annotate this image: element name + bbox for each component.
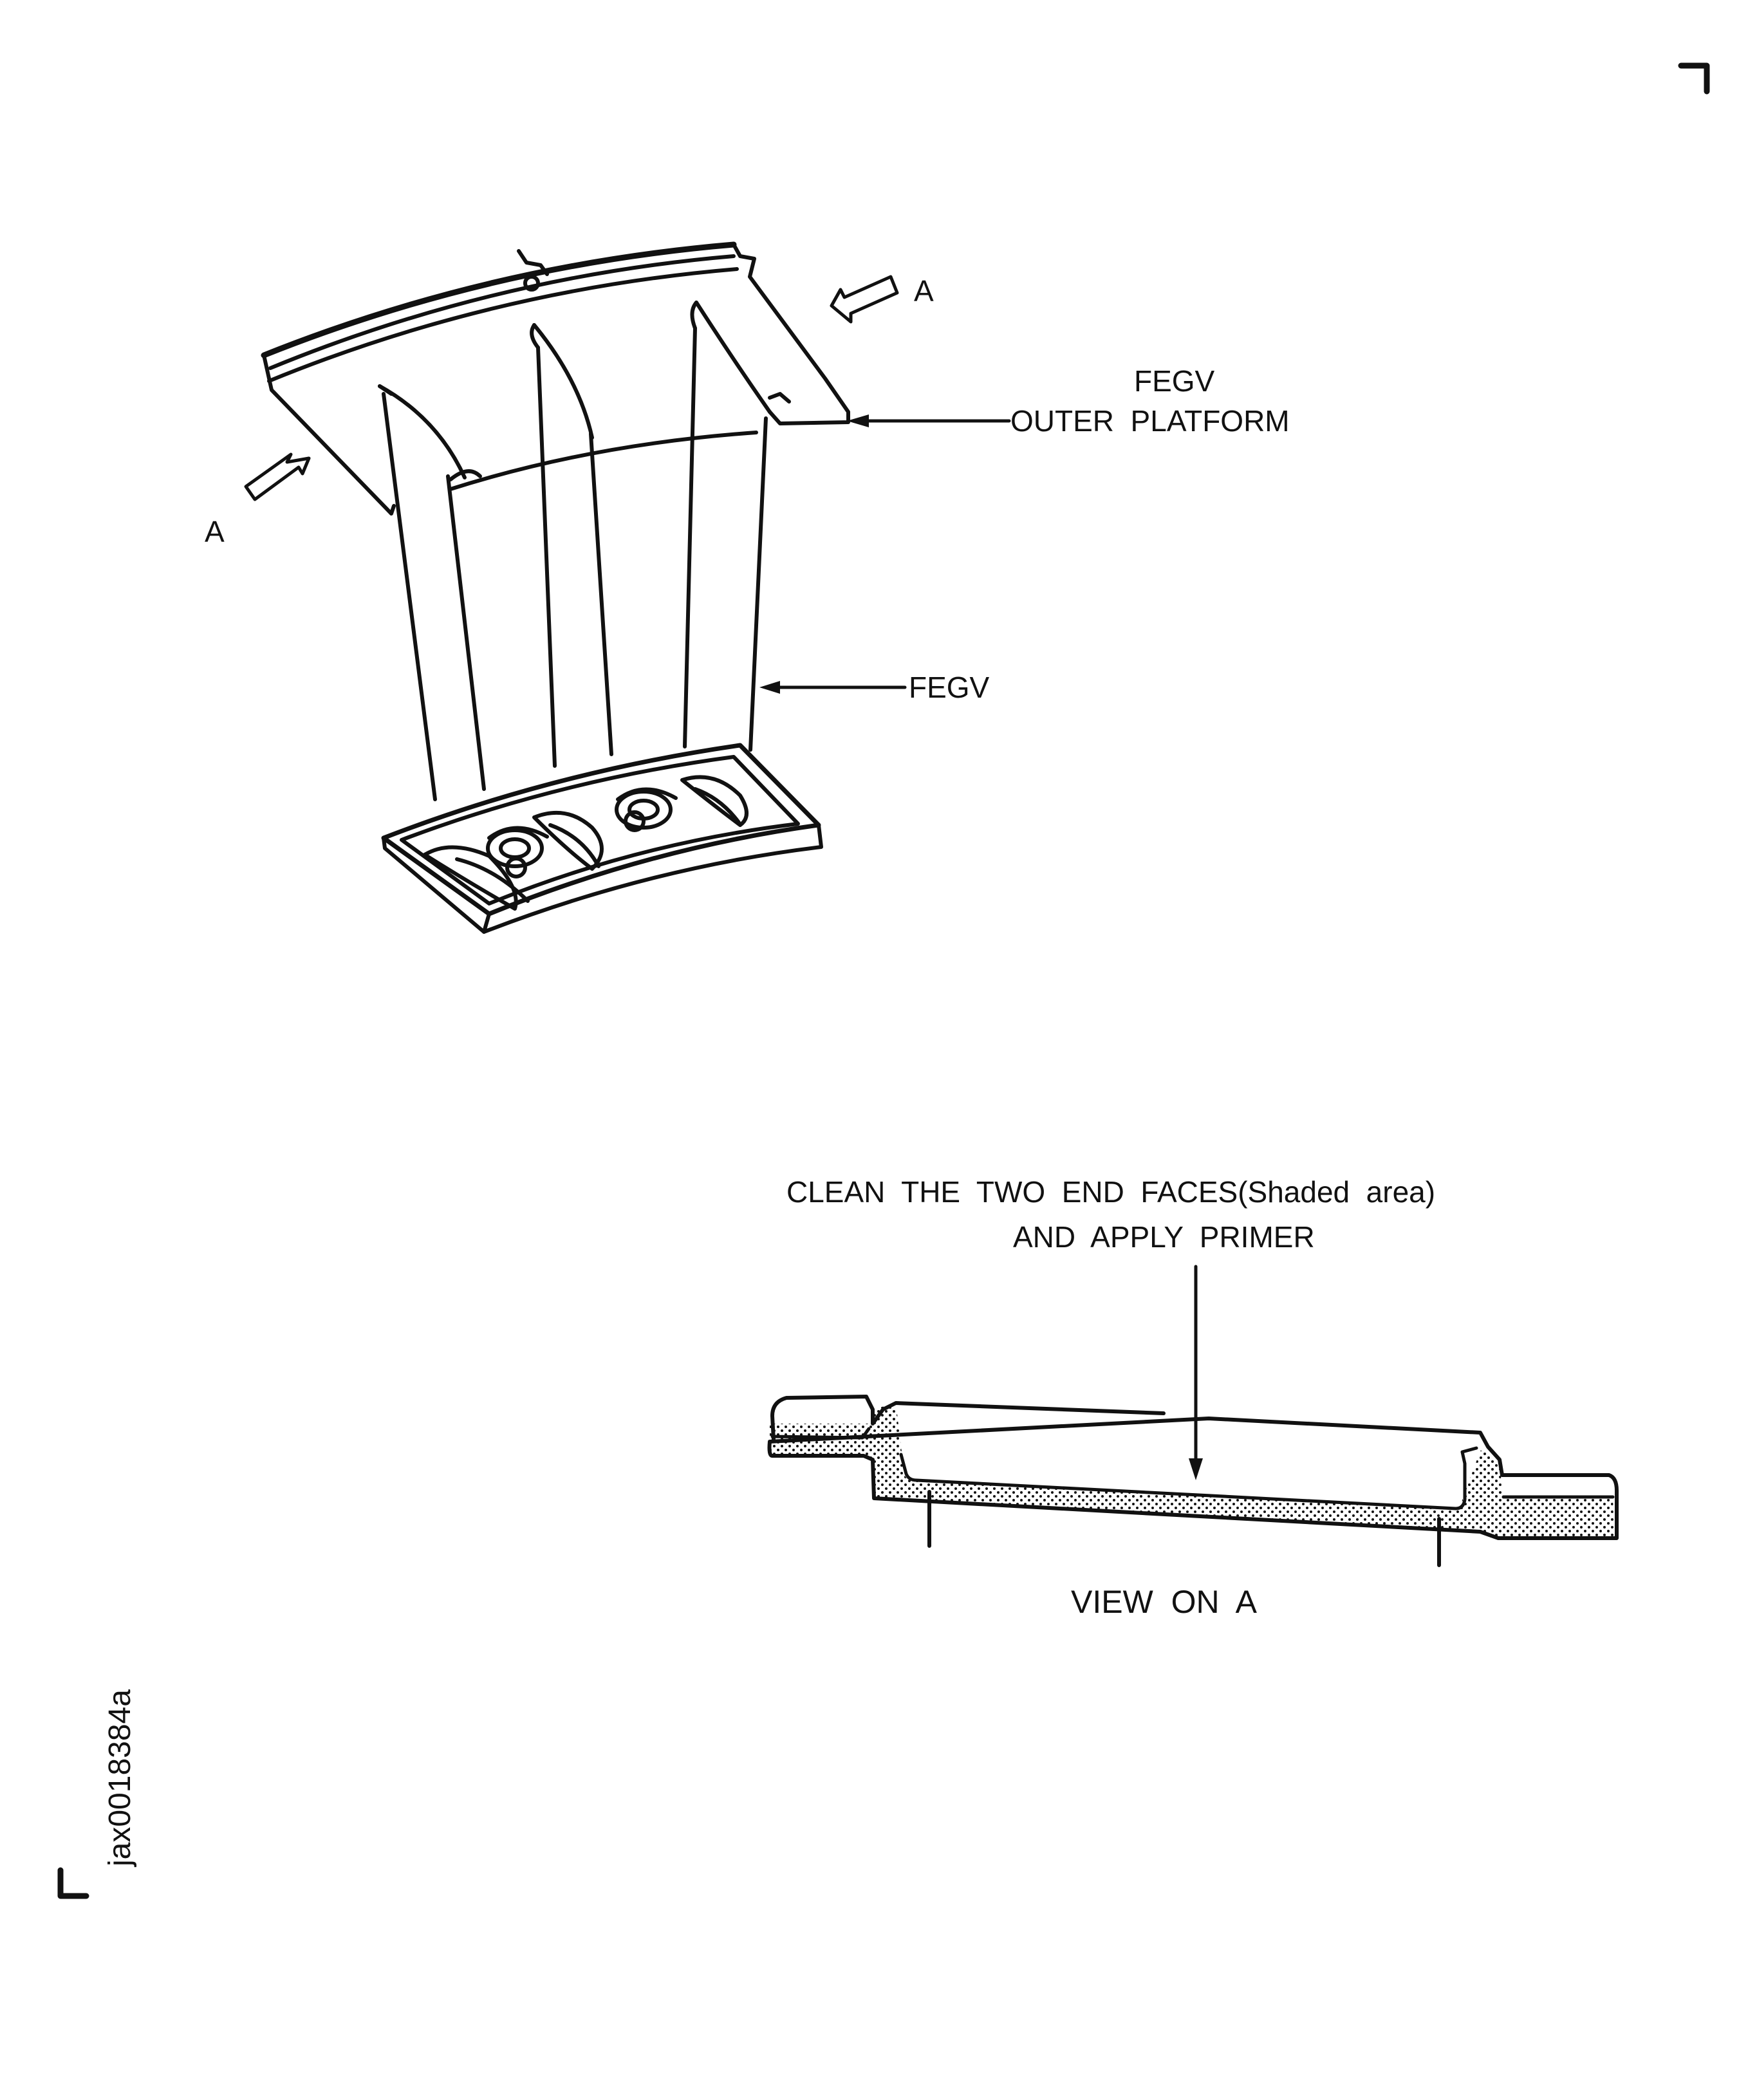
outer-platform-leader [847, 414, 1011, 427]
view-title: VIEW ON A [1071, 1584, 1258, 1620]
instruction-line1: CLEAN THE TWO END FACES(Shaded area) [786, 1175, 1435, 1209]
fegv-vanes [378, 301, 772, 801]
corner-mark-top-right [1678, 62, 1710, 95]
fegv-label: FEGV [909, 671, 990, 704]
corner-mark-bottom-left [57, 1867, 89, 1899]
inner-platform [381, 743, 823, 934]
view-a-arrow-left [244, 452, 311, 501]
arrow-a-top-label: A [914, 274, 934, 308]
section-view-on-a [767, 1395, 1619, 1567]
arrow-a-left-label: A [205, 515, 225, 548]
fegv-assembly-drawing [244, 241, 1011, 934]
outer-platform-label-line2: OUTER PLATFORM [1010, 404, 1290, 438]
outer-platform [261, 241, 850, 516]
fegv-leader [759, 681, 907, 694]
instruction-line2: AND APPLY PRIMER [1013, 1220, 1315, 1254]
outer-platform-label-line1: FEGV [1134, 364, 1215, 398]
view-a-arrow-top [830, 275, 899, 324]
figure-id: jax0018384a [103, 1689, 137, 1868]
instruction-leader [1189, 1265, 1203, 1480]
primer-shaded-area [770, 1403, 1614, 1538]
